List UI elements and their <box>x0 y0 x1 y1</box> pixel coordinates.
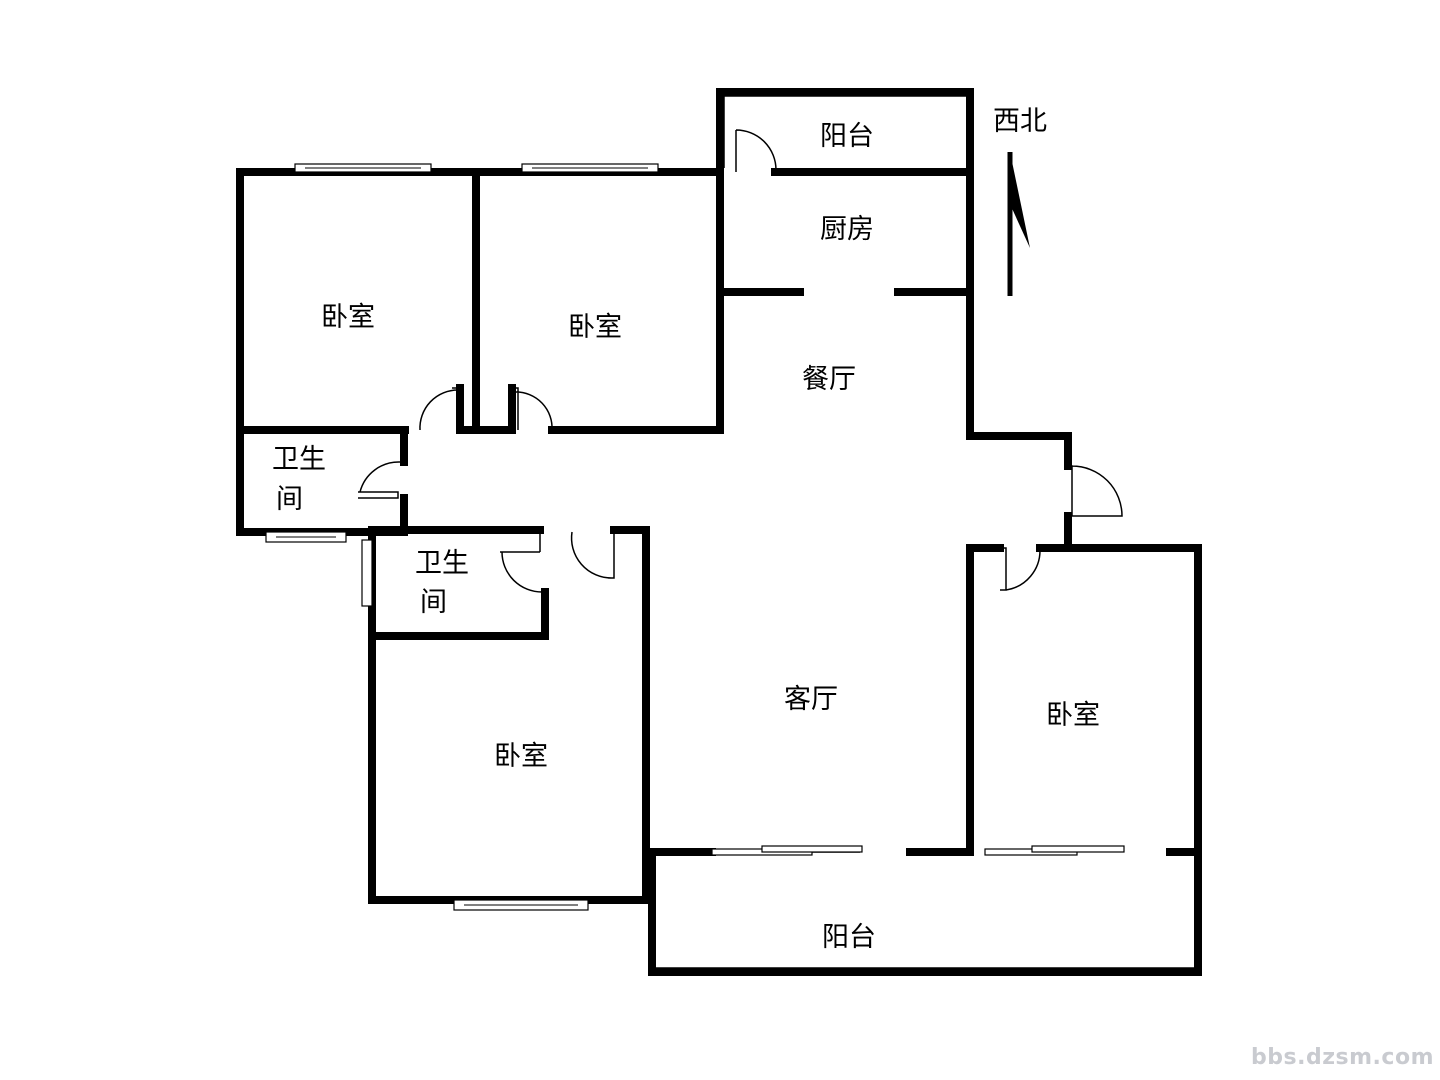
doors <box>358 129 1123 593</box>
room-label-bedroom-e: 卧室 <box>1046 700 1100 731</box>
watermark-text: bbs.dzsm.com <box>1251 1045 1434 1070</box>
room-label-bathroom-2-line2: 间 <box>420 587 447 618</box>
room-label-balcony-north: 阳台 <box>820 121 874 152</box>
room-label-bedroom-n: 卧室 <box>568 312 622 343</box>
compass-label: 西北 <box>993 106 1047 137</box>
room-label-balcony-south: 阳台 <box>822 922 876 953</box>
windows <box>265 95 1198 969</box>
room-label-bedroom-sw: 卧室 <box>494 741 548 772</box>
room-label-bathroom-1-line1: 卫生 <box>272 444 326 475</box>
room-label-bathroom-1-line2: 间 <box>276 484 303 515</box>
walls <box>236 88 1202 976</box>
compass-arrow-icon <box>1007 152 1030 296</box>
room-label-living: 客厅 <box>784 684 838 715</box>
room-label-bathroom-2-line1: 卫生 <box>415 548 469 579</box>
room-label-bedroom-nw: 卧室 <box>321 302 375 333</box>
room-label-kitchen: 厨房 <box>820 214 874 245</box>
room-label-dining: 餐厅 <box>802 364 856 395</box>
